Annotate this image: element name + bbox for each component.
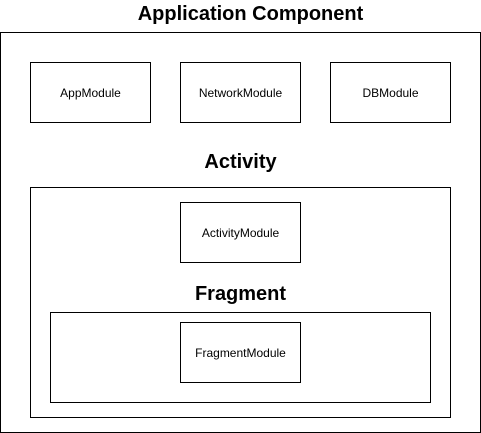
db-module-label: DBModule [362, 85, 419, 100]
app-module-box: AppModule [30, 62, 151, 123]
fragment-module-label: FragmentModule [195, 345, 286, 360]
activity-title: Activity [204, 151, 277, 173]
fragment-title: Fragment [194, 283, 287, 305]
app-module-label: AppModule [60, 85, 121, 100]
activity-module-box: ActivityModule [180, 202, 301, 263]
network-module-box: NetworkModule [180, 62, 301, 123]
fragment-module-box: FragmentModule [180, 322, 301, 383]
db-module-box: DBModule [330, 62, 451, 123]
application-component-title: Application Component [137, 3, 364, 25]
network-module-label: NetworkModule [198, 85, 283, 100]
activity-module-label: ActivityModule [201, 225, 280, 240]
